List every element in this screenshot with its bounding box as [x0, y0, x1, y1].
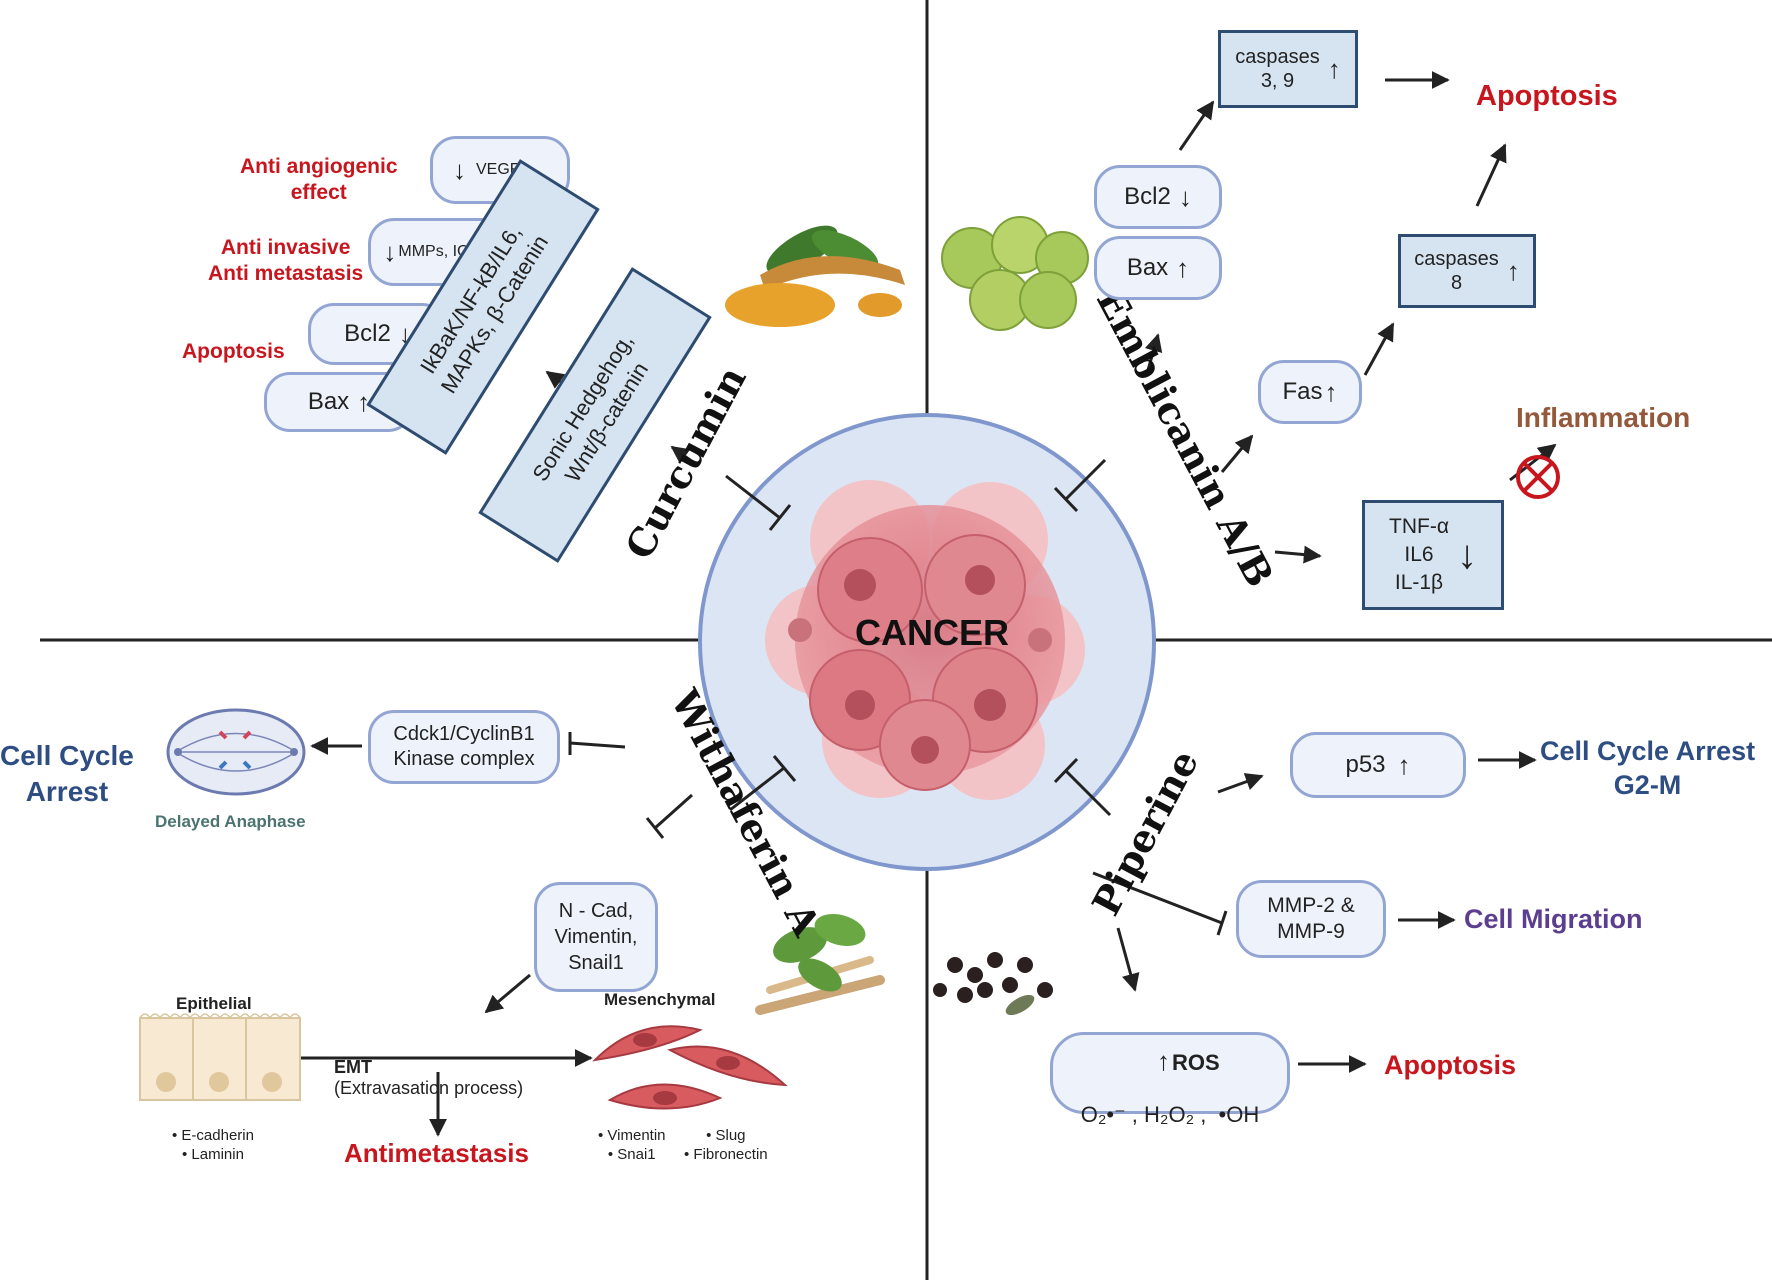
- epithelial-cells-icon: [139, 1013, 301, 1101]
- mesenchymal-cells-icon: [592, 1025, 788, 1110]
- cancer-cell-cluster-icon: [765, 480, 1085, 800]
- no-inflammation-icon: [1516, 455, 1560, 499]
- peppercorn-icon: [933, 952, 1053, 1016]
- turmeric-icon: [725, 225, 905, 327]
- withania-plant-icon: [755, 914, 885, 1015]
- amla-fruit-icon: [941, 216, 1089, 331]
- anaphase-cell-icon: [166, 708, 306, 796]
- inhibition-arrows: [568, 458, 1228, 936]
